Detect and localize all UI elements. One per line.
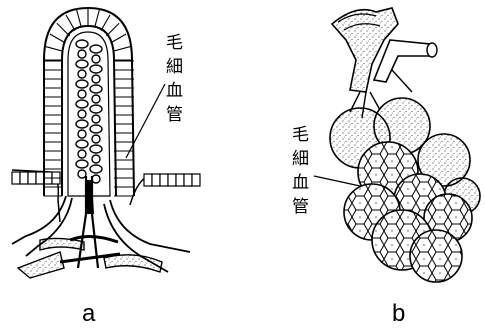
label-b: 毛 細 血 管 [292, 125, 309, 217]
base-cell [184, 174, 192, 186]
right-base-cells [144, 174, 200, 186]
base-cell [176, 174, 184, 186]
base-cell [20, 172, 28, 184]
label-a-char-4: 管 [166, 105, 183, 125]
base-cell [192, 174, 200, 186]
epithelial-cell [45, 47, 62, 52]
epithelial-cell [66, 15, 75, 31]
label-b-char-2: 細 [292, 149, 309, 169]
vessel-bottom-left [18, 252, 64, 278]
base-cell [168, 174, 176, 186]
base-cell [12, 172, 20, 184]
vessel-branch [374, 40, 430, 82]
epithelial-cell [77, 10, 82, 27]
alveolus-capillary [410, 230, 462, 282]
label-b-char-4: 管 [292, 197, 309, 217]
epithelial-cell [95, 10, 100, 27]
epithelial-cell [57, 23, 70, 36]
label-b-char-3: 血 [292, 173, 309, 193]
alveoli-drawing [314, 8, 480, 282]
label-a: 毛 細 血 管 [166, 33, 183, 125]
label-b-char-1: 毛 [292, 125, 309, 145]
caption-a: a [82, 300, 96, 327]
vessel-right-lower [104, 255, 162, 272]
base-cell [144, 174, 152, 186]
epithelial-cell [113, 47, 130, 52]
epithelial-cell [111, 34, 127, 43]
base-cell [36, 172, 44, 184]
base-cell [152, 174, 160, 186]
label-a-char-1: 毛 [166, 33, 183, 53]
label-a-char-2: 細 [166, 57, 183, 77]
label-a-char-3: 血 [166, 81, 183, 101]
epithelial-cell [50, 34, 66, 43]
vessel-opening [427, 43, 437, 57]
base-cell [160, 174, 168, 186]
villus-core [68, 32, 110, 196]
base-cell [28, 172, 36, 184]
epithelial-cell [106, 23, 119, 36]
vein-left [40, 238, 84, 250]
epithelial-cell [101, 15, 110, 31]
caption-b: b [392, 300, 405, 327]
label-pointer-b [314, 176, 360, 186]
